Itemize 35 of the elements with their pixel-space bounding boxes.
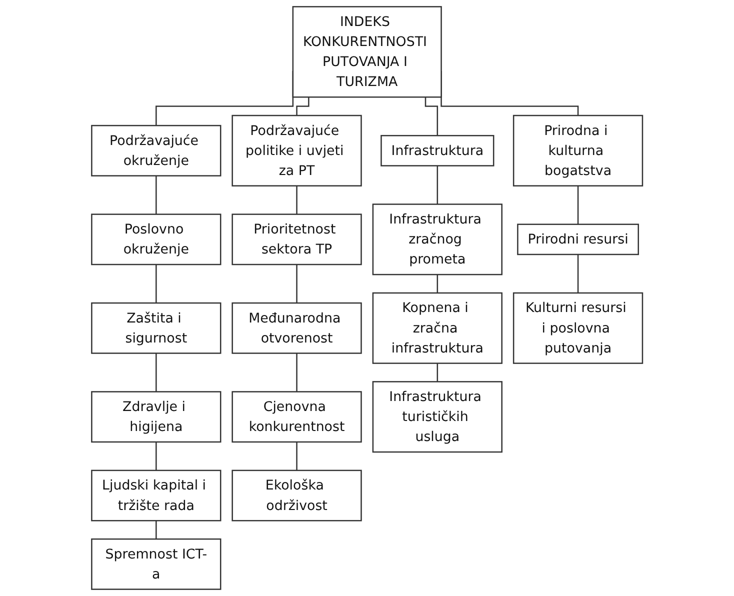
node-box: Infrastruktura zračnog prometa bbox=[372, 204, 502, 276]
node-box: Podržavajuće politike i uvjeti za PT bbox=[232, 114, 362, 186]
connector bbox=[424, 97, 438, 136]
connector bbox=[155, 264, 157, 304]
node-box: Prirodni resursi bbox=[516, 224, 639, 256]
connector bbox=[296, 264, 298, 304]
node-box: Cjenovna konkurentnost bbox=[232, 391, 362, 443]
connector bbox=[436, 363, 438, 382]
node-box: Kulturni resursi i poslovna putovanja bbox=[512, 292, 644, 364]
node-box: Poslovno okruženje bbox=[90, 214, 222, 266]
connector bbox=[436, 274, 438, 294]
node-box: Zaštita i sigurnost bbox=[90, 302, 222, 354]
connector bbox=[296, 353, 298, 392]
node-box: INDEKS KONKURENTNOSTI PUTOVANJA I TURIZMA bbox=[292, 6, 442, 98]
node-box: Infrastruktura bbox=[380, 134, 494, 166]
node-box: Kopnena i zračna infrastruktura bbox=[372, 292, 502, 364]
connector bbox=[296, 97, 310, 116]
connector bbox=[155, 442, 157, 472]
connector bbox=[296, 442, 298, 472]
node-box: Međunarodna otvorenost bbox=[232, 302, 362, 354]
connector bbox=[436, 166, 438, 205]
node-box: Zdravlje i higijena bbox=[90, 391, 222, 443]
connector bbox=[296, 186, 298, 215]
connector bbox=[577, 254, 579, 294]
node-box: Prioritetnost sektora TP bbox=[232, 214, 362, 266]
node-box: Prirodna i kulturna bogatstva bbox=[512, 114, 644, 186]
node-box: Podržavajuće okruženje bbox=[90, 124, 222, 176]
connector bbox=[155, 176, 157, 215]
connector bbox=[155, 353, 157, 392]
node-box: Spremnost ICT-a bbox=[90, 538, 222, 590]
connector bbox=[155, 520, 157, 540]
node-box: Infrastruktura turističkih usluga bbox=[372, 381, 502, 453]
node-box: Ekološka održivost bbox=[232, 470, 362, 522]
node-box: Ljudski kapital i tržište rada bbox=[90, 470, 222, 522]
connector bbox=[577, 186, 579, 225]
